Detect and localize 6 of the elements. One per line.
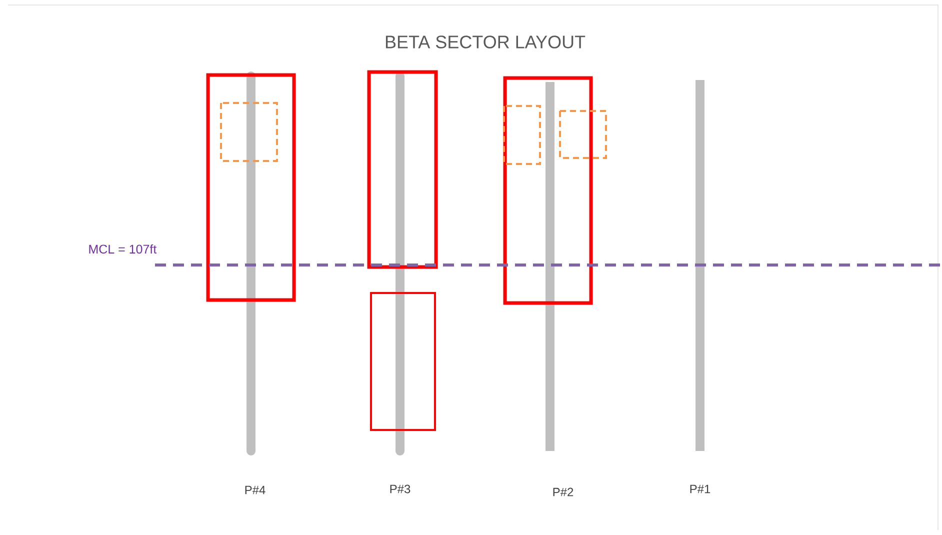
- pipe-label: P#3: [390, 484, 410, 494]
- title: BETA SECTOR LAYOUT: [386, 36, 586, 48]
- pipe-label: P#1: [690, 484, 710, 494]
- pipe-label: P#2: [553, 488, 574, 496]
- pipe-label: P#4: [245, 486, 266, 494]
- level-label: MCL = 107ft: [89, 244, 157, 254]
